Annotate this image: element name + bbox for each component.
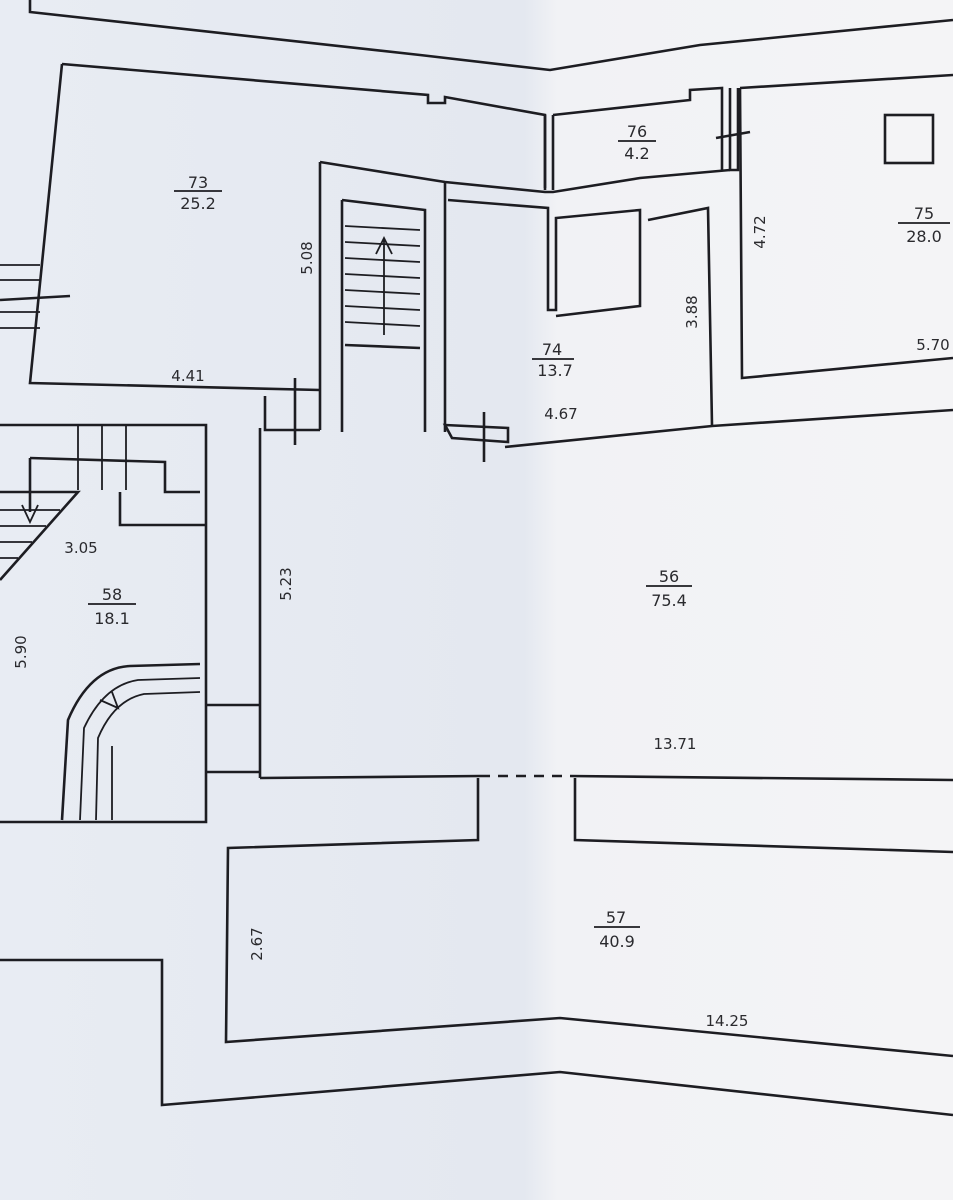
dimension-5-08: 5.08 (298, 241, 316, 274)
room-73: 73 25.2 (174, 173, 222, 213)
room-74: 74 13.7 (532, 340, 574, 380)
dimension-5-23: 5.23 (277, 567, 295, 600)
dimensions: 4.41 5.08 4.72 5.70 3.88 4.67 3.05 5.90 … (12, 215, 950, 1030)
room-area: 40.9 (599, 932, 635, 951)
room-number: 75 (914, 204, 934, 223)
room-number: 73 (188, 173, 208, 192)
room-76: 76 4.2 (618, 122, 656, 163)
room-area: 28.0 (906, 227, 942, 246)
dimension-3-88: 3.88 (683, 295, 701, 328)
dimension-3-05: 3.05 (64, 539, 97, 557)
room-area: 18.1 (94, 609, 130, 628)
room-area: 25.2 (180, 194, 216, 213)
room-number: 56 (659, 567, 679, 586)
dimension-13-71: 13.71 (654, 735, 697, 753)
room-57: 57 40.9 (594, 908, 640, 951)
walls (0, 0, 953, 1117)
room-area: 75.4 (651, 591, 687, 610)
dimension-5-90: 5.90 (12, 635, 30, 668)
room-number: 57 (606, 908, 626, 927)
room-56: 56 75.4 (646, 567, 692, 610)
dimension-5-70: 5.70 (916, 336, 949, 354)
dimension-14-25: 14.25 (706, 1012, 749, 1030)
room-number: 58 (102, 585, 122, 604)
room-75: 75 28.0 (898, 204, 950, 246)
dimension-4-67: 4.67 (544, 405, 577, 423)
room-area: 13.7 (537, 361, 573, 380)
dimension-2-67: 2.67 (248, 927, 266, 960)
room-area: 4.2 (624, 144, 649, 163)
dimension-4-72: 4.72 (751, 215, 769, 248)
room-58: 58 18.1 (88, 585, 136, 628)
room-number: 76 (627, 122, 647, 141)
dimension-4-41: 4.41 (171, 367, 204, 385)
room-number: 74 (542, 340, 562, 359)
